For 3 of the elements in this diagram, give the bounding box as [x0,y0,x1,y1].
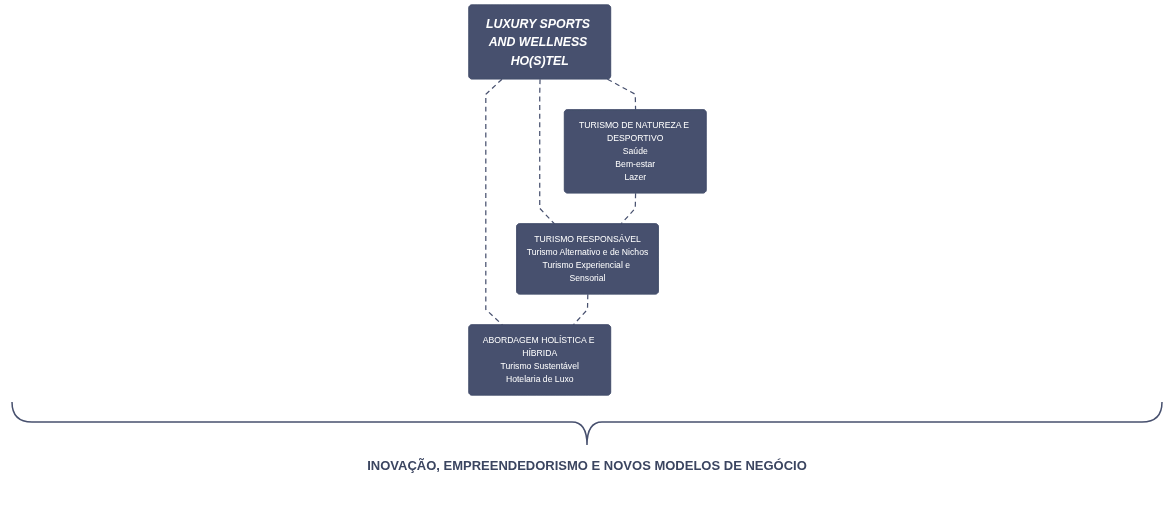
bracket-caption: INOVAÇÃO, EMPREENDEDORISMO E NOVOS MODELOS DE NEGÓCIO [367,458,807,473]
connector [538,78,555,225]
connector [606,78,636,111]
